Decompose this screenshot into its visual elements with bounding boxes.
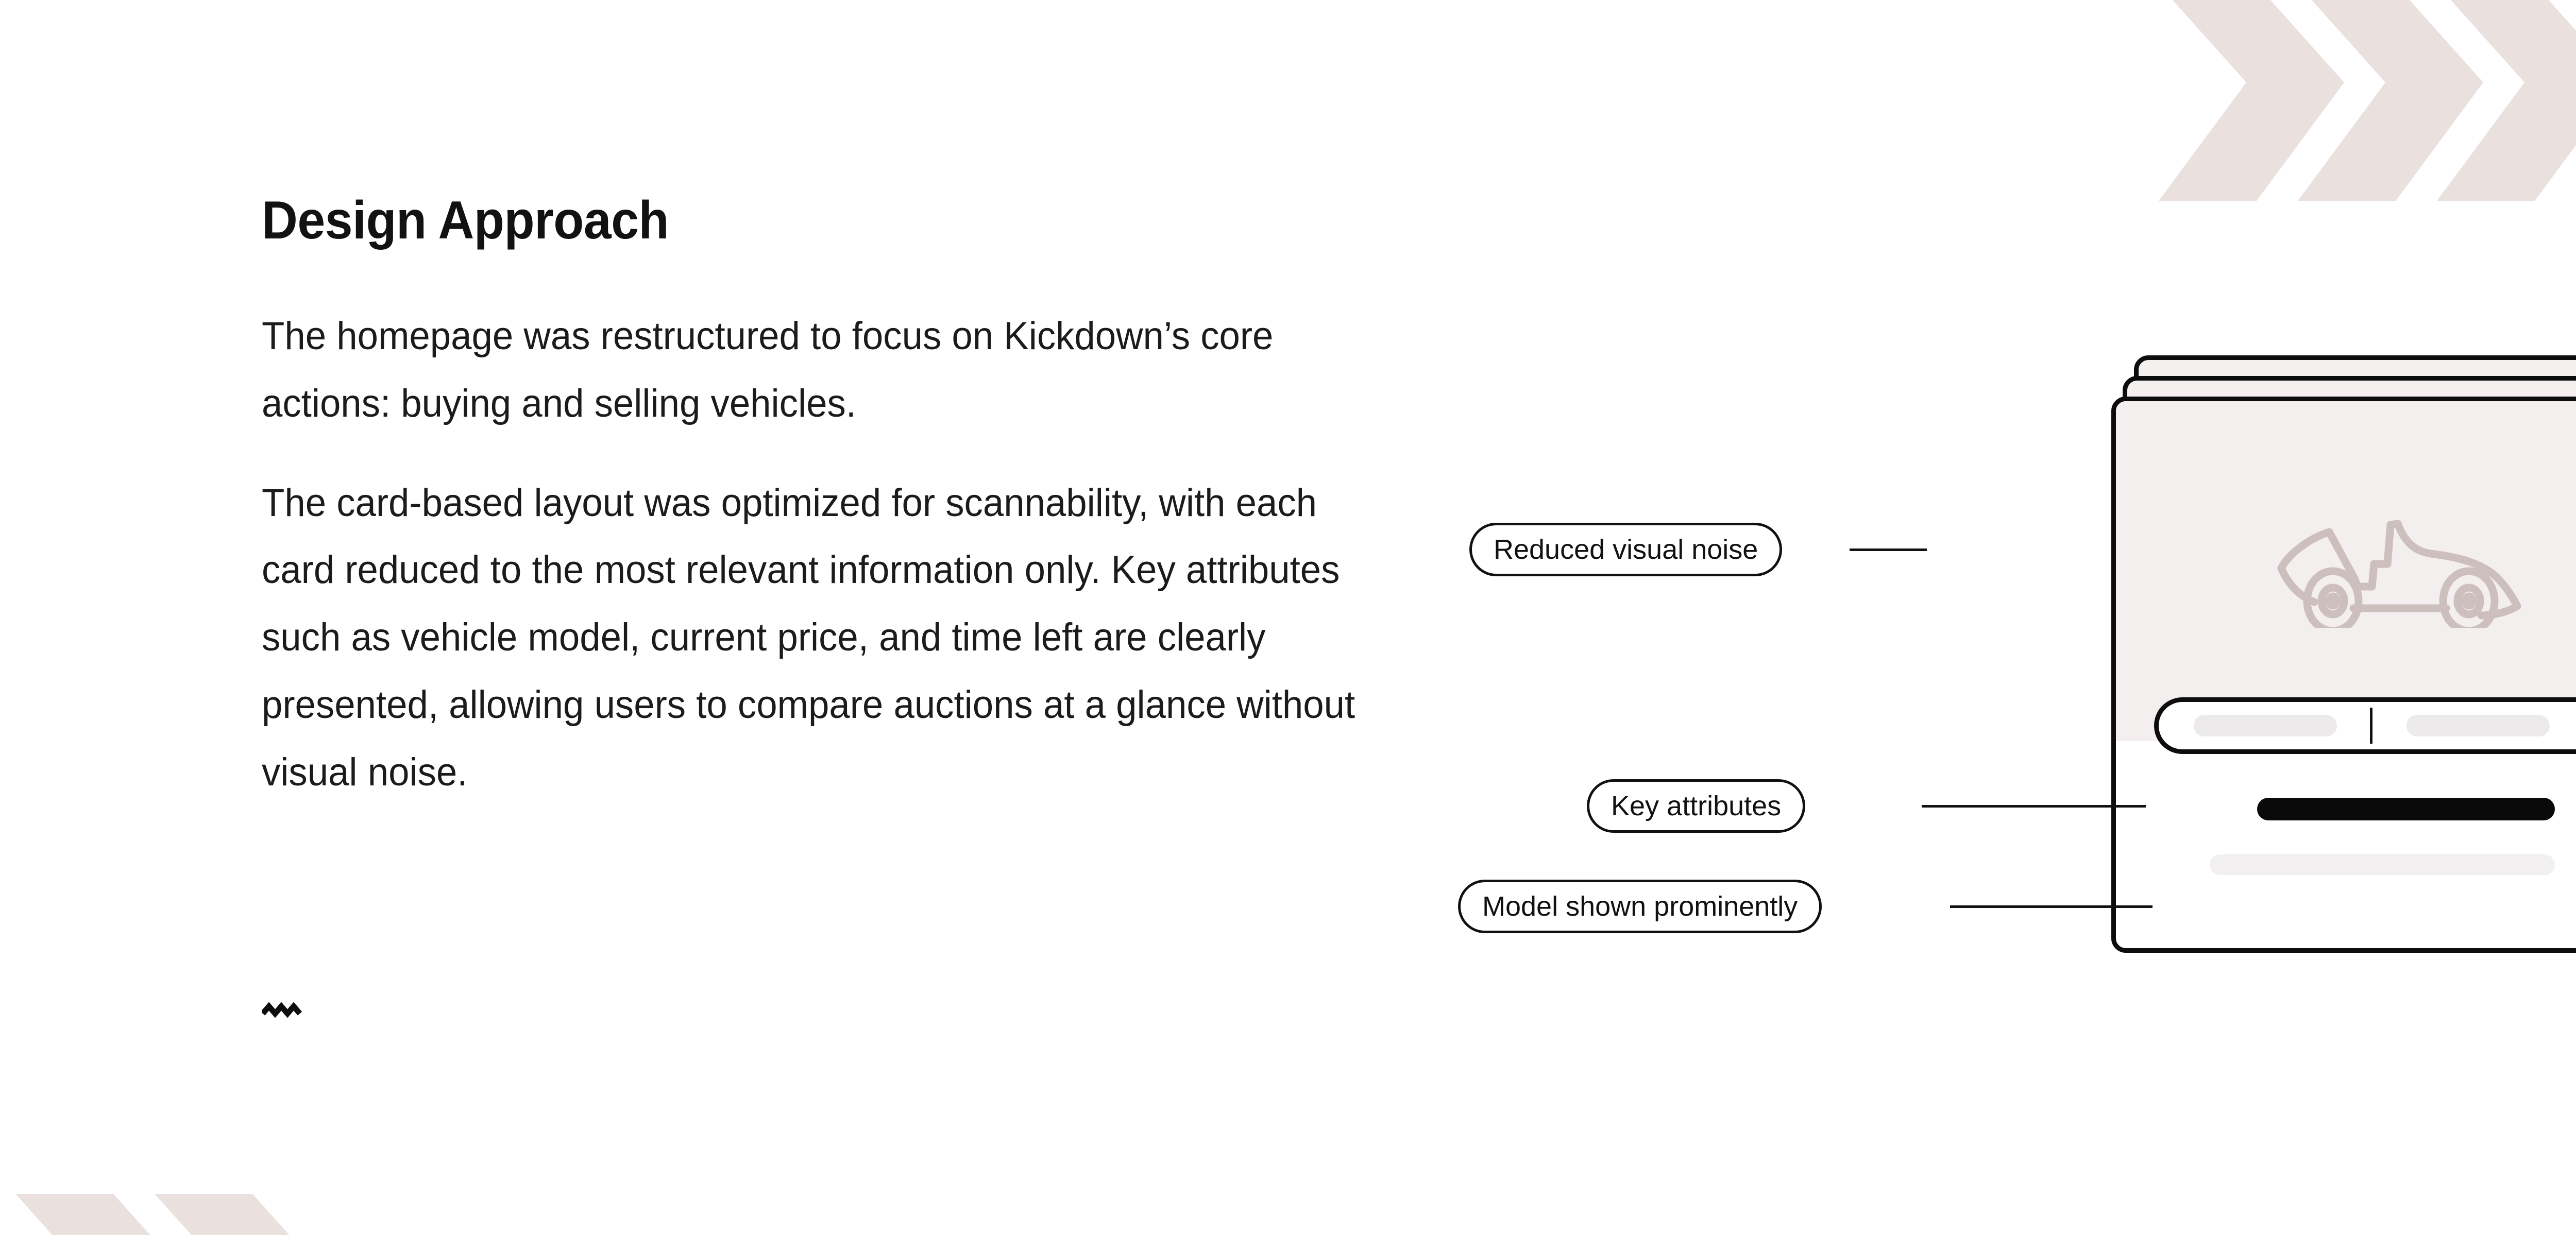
auction-card-front[interactable] (2111, 397, 2576, 953)
callout-key-attributes[interactable]: Key attributes (1587, 779, 1806, 833)
vintage-race-car-icon (2277, 520, 2521, 628)
attribute-pill[interactable] (2154, 697, 2576, 754)
callout-connector-1 (1850, 548, 1927, 551)
card-image-area (2116, 401, 2576, 741)
zigzag-squiggle-icon (262, 1002, 302, 1018)
model-title-bar (2257, 798, 2555, 820)
callout-connector-2 (1922, 805, 2146, 808)
chevron-group-bottom-left (15, 1194, 290, 1235)
page-title: Design Approach (262, 191, 669, 250)
body-paragraph-1: The homepage was restructured to focus o… (262, 314, 1274, 426)
chevron-group-top-right (2159, 0, 2576, 201)
content-column: Design Approach The homepage was restruc… (262, 192, 1421, 806)
attribute-slot-time-left (2406, 715, 2550, 736)
callout-reduced-visual-noise[interactable]: Reduced visual noise (1469, 523, 1783, 576)
callout-connector-3 (1950, 905, 2153, 908)
secondary-detail-bar (2210, 854, 2555, 875)
auction-card-mockup: Reduced visual noise Key attributes Mode… (1458, 355, 2576, 1025)
body-paragraph-2: The card-based layout was optimized for … (262, 481, 1355, 794)
callout-model-shown-prominently[interactable]: Model shown prominently (1458, 880, 1822, 933)
attribute-slot-price (2194, 715, 2337, 736)
attribute-divider (2370, 708, 2372, 744)
